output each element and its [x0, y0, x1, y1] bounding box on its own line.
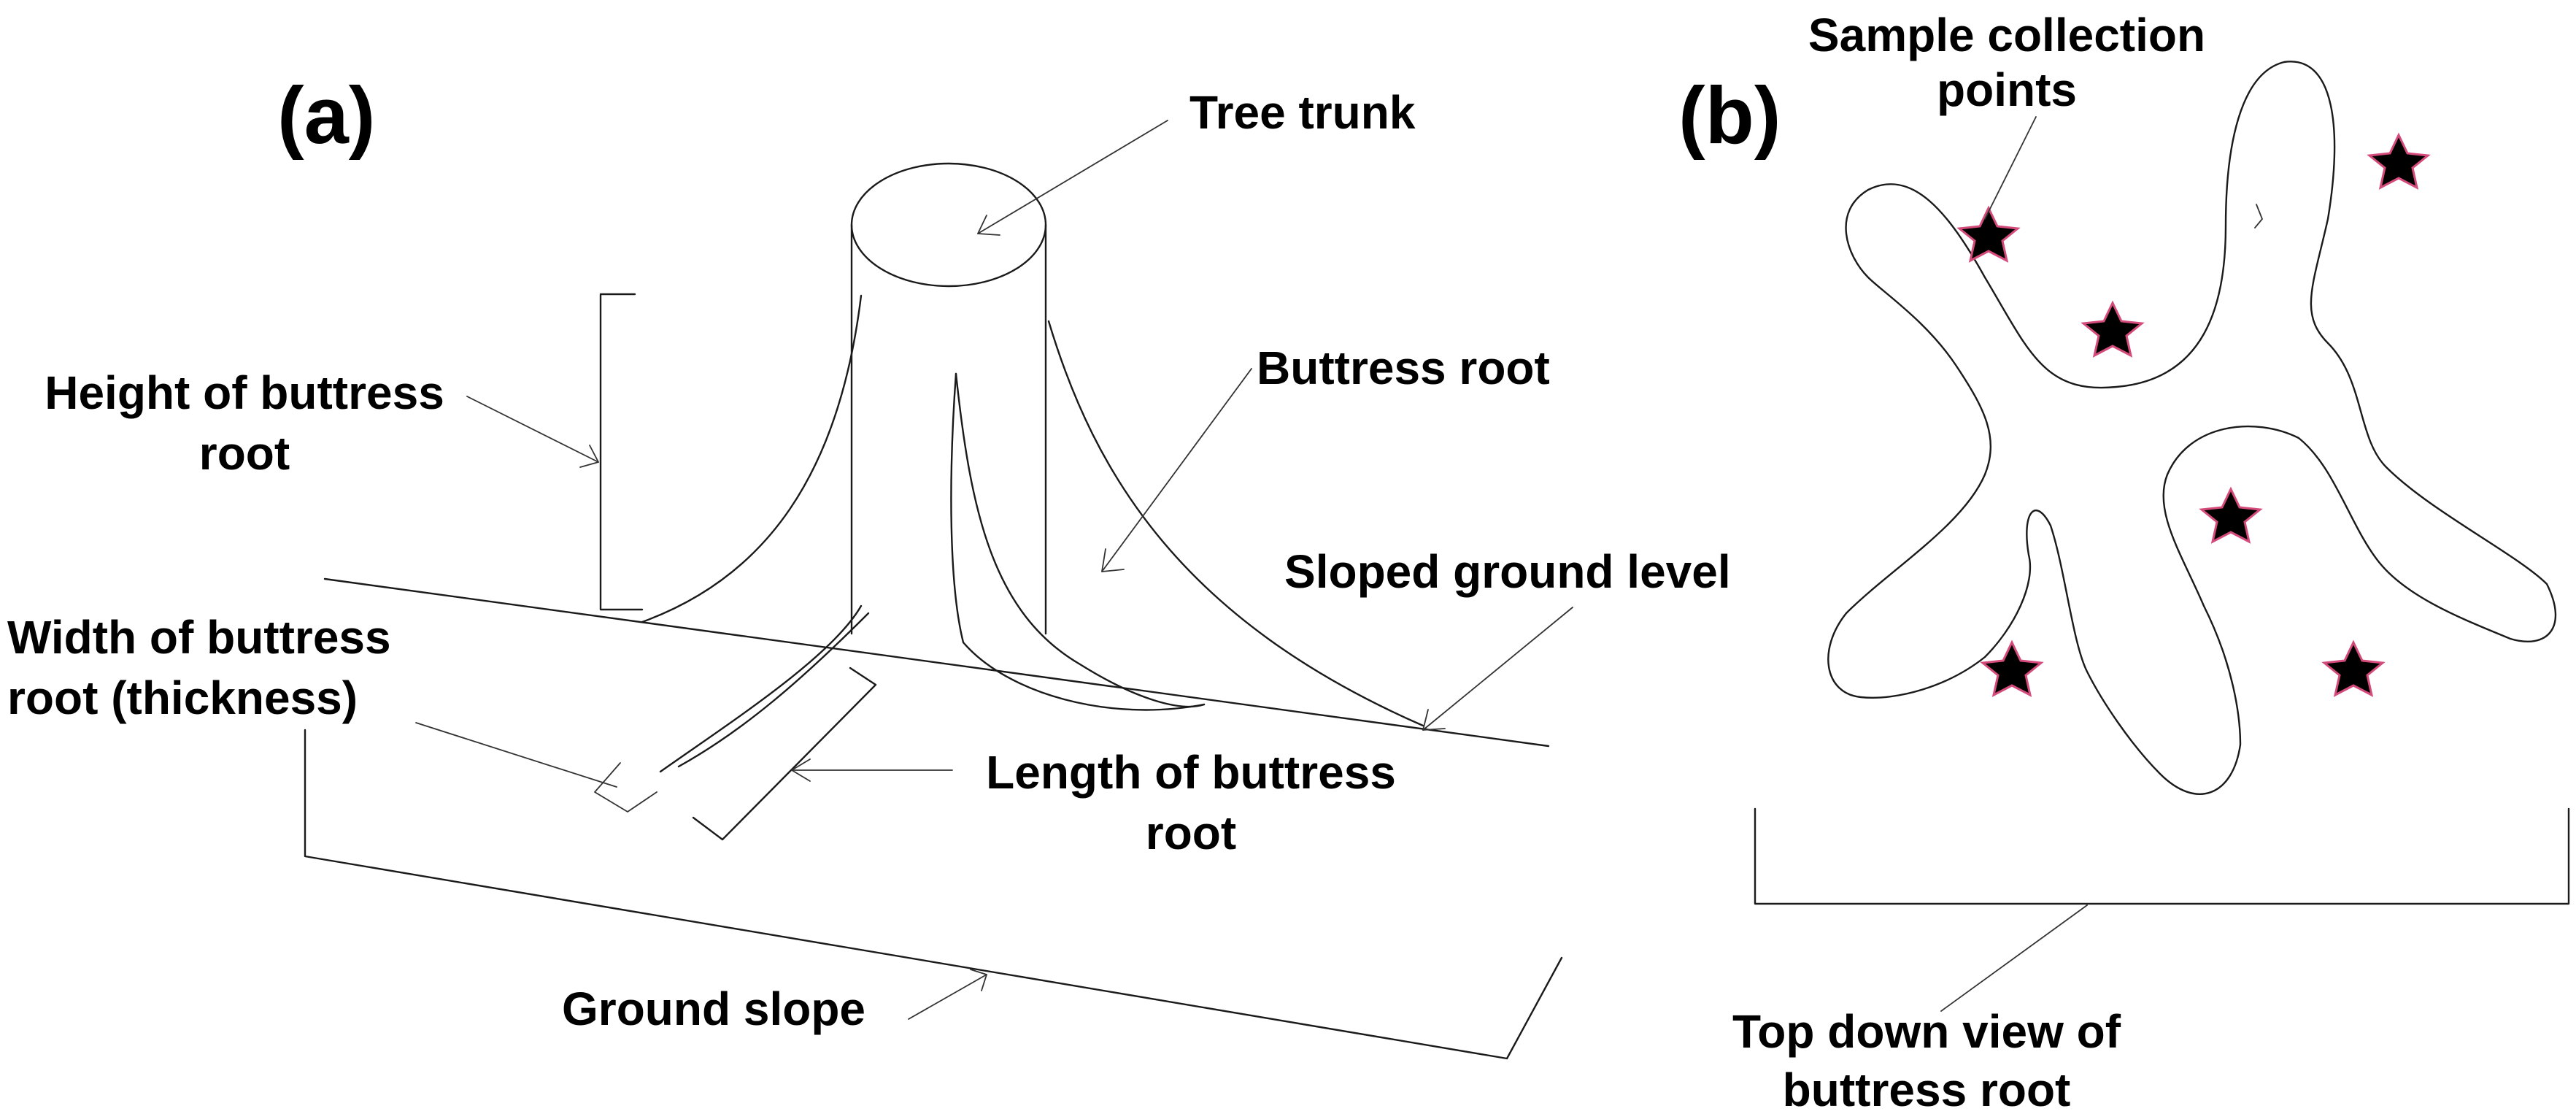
panel-a: (a) [7, 71, 1731, 1060]
trunk-top-ellipse [850, 162, 1047, 288]
sample-point-star [2367, 132, 2431, 190]
ground-slope-label: Ground slope [562, 983, 865, 1035]
outline-notch [2254, 204, 2263, 228]
length-arrowhead [791, 758, 811, 782]
root-right-outer [1047, 320, 1424, 727]
ground-slope-outline [304, 729, 1563, 1060]
topdown-root-outline [1827, 61, 2557, 795]
panel-a-letter: (a) [277, 71, 375, 161]
topdown-bracket [1754, 807, 2570, 905]
height-label-line2: root [199, 427, 290, 480]
sample-point-star [1956, 205, 2021, 263]
tree-trunk-arrowhead [977, 215, 1000, 236]
sample-points-leader [1984, 116, 2037, 220]
ground-slope-arrowhead [970, 969, 987, 991]
height-bracket [599, 293, 644, 611]
panel-b: (b) Sample collection points Top down vi… [1678, 9, 2570, 1114]
buttress-root-arrowhead [1101, 548, 1125, 572]
sloped-ground-line [323, 577, 1550, 748]
width-leader [415, 722, 617, 788]
sample-points-label-line2: points [1937, 64, 2077, 116]
sample-point-star [2321, 639, 2386, 697]
topdown-label-line1: Top down view of [1732, 1005, 2121, 1058]
leader-lines-a [415, 120, 1573, 1020]
topdown-label-line2: buttress root [1783, 1064, 2071, 1114]
root-front-center-a [955, 372, 1206, 708]
sloped-ground-leader [1422, 607, 1573, 731]
width-label-line2: root (thickness) [7, 672, 358, 724]
buttress-roots-drawing [641, 294, 1424, 773]
root-front-left-b [677, 612, 870, 768]
length-label-line1: Length of buttress [986, 746, 1396, 799]
height-label-line1: Height of buttress [45, 366, 444, 419]
sample-point-star [1980, 639, 2044, 697]
tree-trunk-drawing [850, 162, 1047, 635]
width-marker [594, 762, 658, 813]
buttress-root-leader [1101, 368, 1252, 572]
length-bracket [692, 667, 877, 841]
tree-trunk-leader [977, 120, 1168, 234]
length-label-line2: root [1146, 807, 1236, 859]
width-label-line1: Width of buttress [7, 611, 391, 664]
height-leader [466, 396, 599, 463]
sample-points-label-line1: Sample collection [1808, 9, 2205, 61]
panel-b-letter: (b) [1678, 71, 1781, 161]
ground-slope-leader [908, 974, 987, 1020]
root-front-center-b [950, 372, 1206, 711]
buttress-root-label: Buttress root [1257, 342, 1550, 394]
tree-trunk-label: Tree trunk [1189, 86, 1416, 139]
root-front-left-a [659, 604, 863, 773]
sample-point-star [2081, 300, 2145, 358]
sloped-ground-arrowhead [1422, 709, 1446, 731]
topdown-leader [1940, 904, 2088, 1012]
sample-point-star [2199, 486, 2263, 544]
sloped-ground-label: Sloped ground level [1284, 545, 1731, 598]
sample-points [1956, 132, 2431, 697]
root-left-outer [641, 294, 863, 623]
height-arrowhead [579, 445, 599, 468]
